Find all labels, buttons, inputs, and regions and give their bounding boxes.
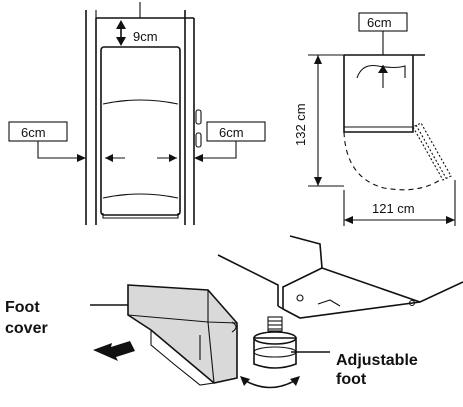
width-label: 121 cm [372,201,415,216]
top-view: 6cm 132 cm 121 cm [293,12,456,226]
foot-cover-shape [127,284,238,384]
foot-cover-label-line1: Foot [5,299,40,316]
push-arrow-icon [93,341,135,361]
left-clearance-label: 6cm [21,125,46,140]
foot-cover-label-line2: cover [5,320,48,337]
top-clearance-label: 9cm [133,29,158,44]
adjustable-foot-label-line1: Adjustable [336,352,418,369]
rotation-arrow-icon [243,379,297,389]
back-clearance-label: 6cm [367,15,392,30]
adjustable-foot-label-line2: foot [336,371,367,388]
right-clearance-label: 6cm [219,125,244,140]
front-view: 9cm 6cm 6cm [8,2,266,225]
foot-detail [90,235,463,389]
depth-label: 132 cm [293,103,308,146]
